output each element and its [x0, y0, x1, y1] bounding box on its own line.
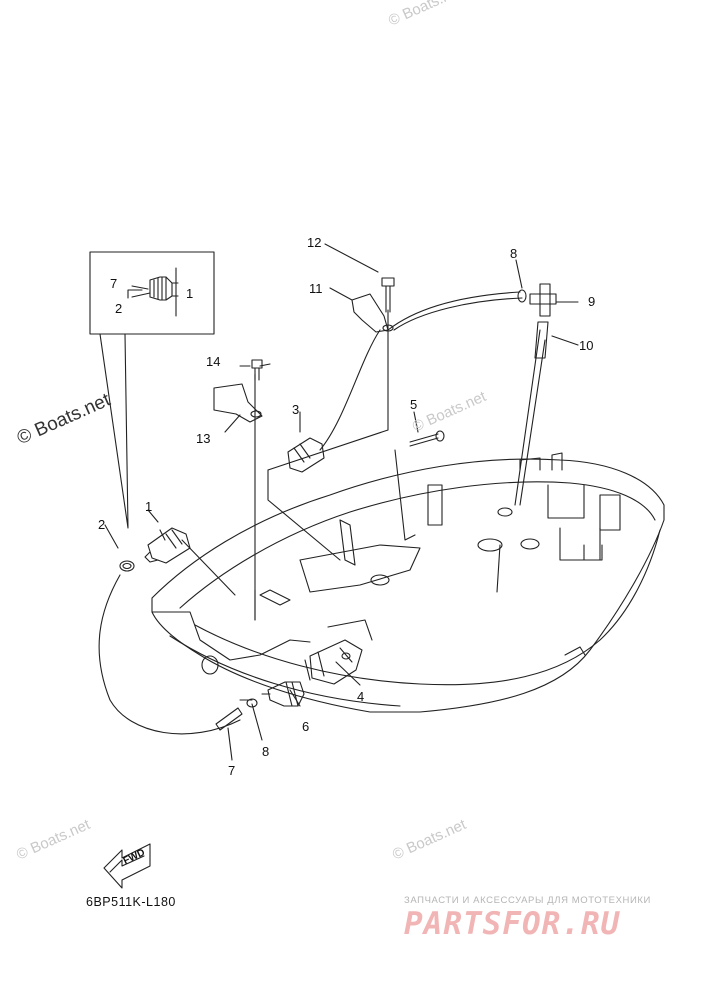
- bottom-cowling: [151, 452, 665, 713]
- part-11-bracket: [351, 293, 394, 333]
- part-8-clamp: [246, 289, 527, 708]
- callout-4: 4: [357, 689, 365, 704]
- part-14-bolt: [251, 359, 263, 381]
- diagram-code: 6BP511K-L180: [86, 895, 176, 909]
- detail-callout-7: 7: [110, 276, 118, 291]
- part-7-hose: [215, 707, 243, 731]
- part-10-tube: [534, 321, 549, 359]
- callout-14: 14: [206, 354, 221, 369]
- brand-logo: PARTSFOR.RU: [404, 906, 621, 942]
- callout-5: 5: [410, 397, 418, 412]
- callout-7: 7: [228, 763, 236, 778]
- callout-3: 3: [292, 402, 300, 417]
- part-12-bolt: [381, 277, 395, 313]
- part-1-grommet: [144, 527, 191, 564]
- fwd-arrow-icon: [103, 843, 151, 889]
- callout-12: 12: [307, 235, 322, 250]
- leader-lines: [98, 243, 579, 761]
- callout-8-top: 8: [510, 246, 518, 261]
- callout-11: 11: [309, 281, 323, 296]
- part-2-clamp: [119, 560, 135, 572]
- callout-2: 2: [98, 517, 106, 532]
- part-6-nipple: [261, 681, 305, 707]
- part-3-grommet: [287, 437, 325, 473]
- callout-9: 9: [588, 294, 596, 309]
- callout-13: 13: [196, 431, 211, 446]
- detail-callout-1: 1: [186, 286, 194, 301]
- callout-8: 8: [262, 744, 270, 759]
- detail-callout-2: 2: [115, 301, 123, 316]
- brand-tagline: ЗАПЧАСТИ И АКСЕССУАРЫ ДЛЯ МОТОТЕХНИКИ: [404, 895, 651, 906]
- part-9-tee: [529, 283, 557, 317]
- callout-6: 6: [302, 719, 310, 734]
- part-4-grommet: [304, 639, 363, 685]
- callout-10: 10: [579, 338, 594, 353]
- callout-1: 1: [145, 499, 153, 514]
- part-13-bracket: [213, 383, 263, 423]
- detail-inset: [89, 251, 215, 529]
- part-5-screw: [409, 430, 445, 447]
